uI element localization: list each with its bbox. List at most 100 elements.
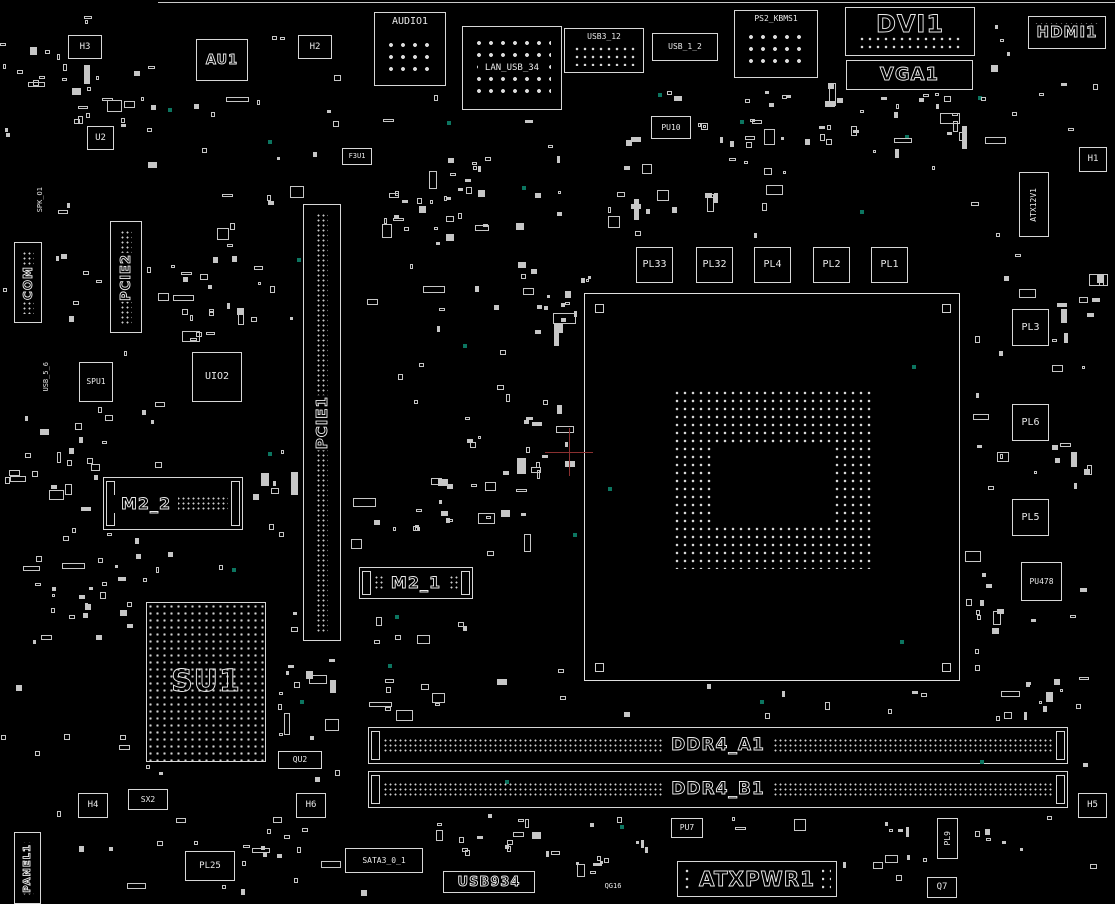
clutter-part: [825, 101, 835, 107]
clutter-part: [745, 136, 755, 140]
clutter-part: [23, 566, 40, 571]
part-pl32: PL32: [696, 247, 733, 283]
clutter-part: [376, 617, 382, 626]
clutter-part: [155, 402, 165, 407]
header-panel1: PANEL1: [14, 832, 41, 904]
clutter-part: [485, 482, 496, 491]
clutter-part: [561, 303, 565, 307]
clutter-part: [714, 193, 718, 203]
clutter-part: [707, 684, 711, 689]
clutter-part: [975, 665, 980, 671]
clutter-part: [535, 330, 541, 334]
clutter-part: [202, 148, 207, 153]
clutter-part: [525, 819, 529, 828]
clutter-part: [157, 841, 163, 846]
clutter-part: [30, 47, 37, 55]
clutter-part: [35, 751, 40, 756]
clutter-part: [121, 124, 126, 127]
part-pl9: PL9: [937, 818, 958, 859]
clutter-part: [107, 100, 122, 112]
clutter-part: [478, 436, 481, 439]
clutter-part: [268, 201, 274, 205]
clutter-part: [631, 204, 641, 209]
clutter-part: [1070, 615, 1076, 618]
clutter-part: [672, 207, 677, 213]
clutter-part: [991, 65, 998, 72]
clutter-part: [383, 119, 394, 122]
clutter-part: [194, 104, 199, 109]
clutter-part: [506, 394, 510, 402]
clutter-part: [389, 193, 399, 198]
connector-sata3-0-1: SATA3_0_1: [345, 848, 423, 873]
clutter-part: [992, 628, 999, 634]
clutter-part: [1052, 445, 1058, 450]
part-pl4-label: PL4: [763, 259, 782, 270]
clutter-part: [271, 488, 279, 494]
clutter-part: [1039, 93, 1044, 96]
clutter-part: [155, 462, 162, 468]
clutter-part: [237, 308, 244, 315]
part-u2: U2: [87, 126, 114, 150]
clutter-part: [1001, 691, 1020, 697]
part-pl32-label: PL32: [702, 259, 727, 270]
clutter-part: [516, 223, 524, 230]
clutter-part: [766, 185, 783, 195]
clutter-part: [532, 422, 542, 426]
clutter-part: [477, 836, 483, 839]
clutter-part: [211, 112, 215, 117]
clutter-part: [786, 95, 791, 98]
connector-au1-label: AU1: [205, 52, 239, 68]
clutter-part: [25, 453, 31, 458]
connector-lan-usb34-label: LAN_USB_34: [477, 62, 547, 74]
clutter-part: [1000, 454, 1003, 459]
header-h5: H5: [1078, 793, 1107, 818]
part-pl5-label: PL5: [1021, 511, 1040, 523]
clutter-part: [952, 113, 958, 116]
header-h1-label: H1: [1087, 154, 1099, 164]
clutter-part: [976, 393, 979, 398]
chip-su1-label: SU1: [171, 664, 241, 699]
clutter-part: [446, 197, 451, 200]
clutter-part: [436, 242, 440, 245]
clutter-part: [107, 533, 112, 536]
clutter-part: [64, 734, 70, 740]
clutter-part: [746, 142, 752, 148]
clutter-part: [470, 442, 476, 448]
clutter-part: [626, 140, 632, 146]
cpu-socket-corner-mark: [942, 663, 951, 672]
clutter-part: [91, 464, 100, 471]
clutter-part: [241, 889, 245, 895]
clutter-part: [556, 323, 563, 333]
header-com: COM: [14, 242, 42, 323]
clutter-part: [280, 37, 285, 40]
clutter-part: [982, 573, 986, 577]
clutter-part: [102, 98, 113, 101]
test-point: [268, 140, 272, 144]
slot-ddr4-a1-label: DDR4_A1: [664, 736, 772, 755]
clutter-part: [977, 615, 981, 620]
clutter-part: [873, 862, 883, 869]
clutter-part: [565, 442, 568, 447]
test-point: [760, 700, 764, 704]
clutter-part: [5, 477, 10, 484]
clutter-part: [79, 595, 85, 599]
clutter-part: [826, 139, 832, 145]
connector-ps2-kbms1: PS2_KBMS1: [734, 10, 818, 78]
connector-usb3-12: USB3_12: [564, 28, 644, 73]
clutter-part: [447, 519, 453, 522]
clutter-part: [208, 285, 212, 289]
clutter-part: [142, 410, 146, 415]
clutter-part: [213, 257, 218, 263]
clutter-part: [281, 450, 284, 454]
clutter-part: [3, 288, 7, 292]
connector-audio1-label: AUDIO1: [391, 16, 429, 27]
test-point: [740, 120, 744, 124]
clutter-part: [261, 473, 269, 486]
clutter-part: [421, 684, 429, 690]
part-q7: Q7: [927, 877, 957, 898]
part-spu1: SPU1: [79, 362, 113, 402]
clutter-part: [600, 861, 603, 864]
clutter-part: [588, 276, 591, 279]
clutter-part: [28, 82, 45, 87]
clutter-part: [828, 83, 834, 89]
